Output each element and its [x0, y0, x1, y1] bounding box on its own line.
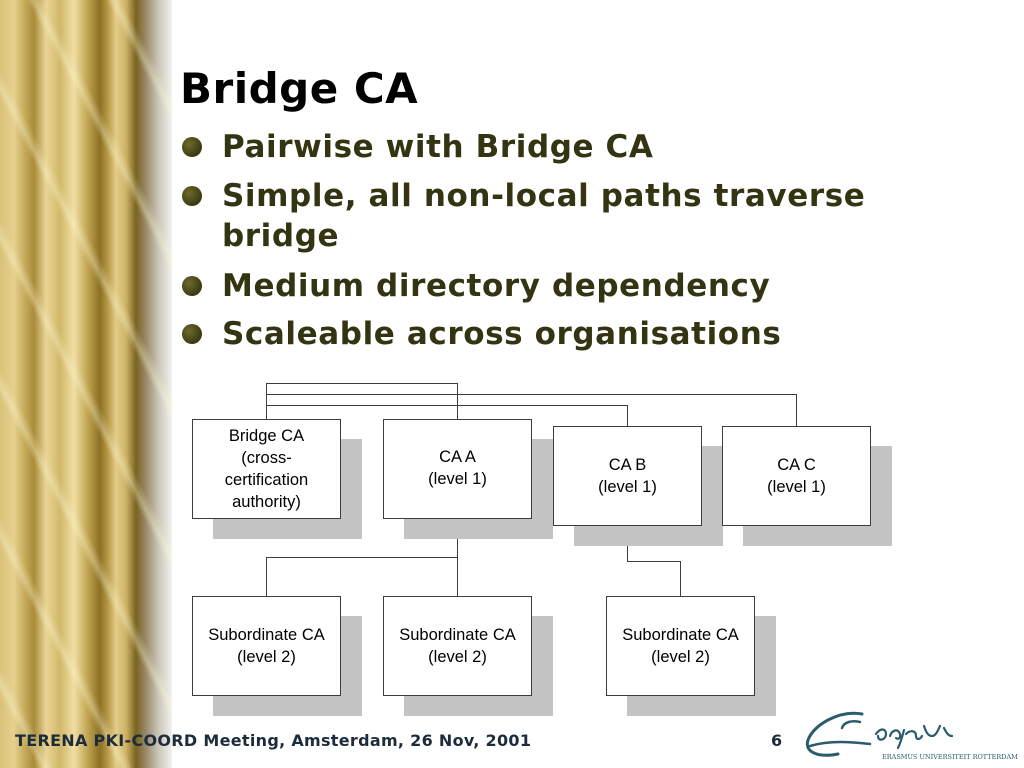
node-label: Subordinate CA — [622, 626, 739, 644]
slide-title: Bridge CA — [180, 64, 419, 113]
connector-line — [796, 394, 797, 426]
connector-line — [266, 557, 458, 558]
node-label: (level 1) — [598, 478, 657, 496]
node-label: Subordinate CA — [208, 626, 325, 644]
node-label: (level 2) — [651, 648, 710, 666]
bullet-dot-icon — [182, 186, 202, 206]
connector-line — [457, 383, 458, 419]
node-label: (cross- — [241, 449, 292, 467]
node-label: (level 1) — [767, 478, 826, 496]
node-label: (level 1) — [428, 470, 487, 488]
gold-curtain-decoration — [0, 0, 172, 768]
node-label: Subordinate CA — [399, 626, 516, 644]
page-number: 6 — [771, 731, 783, 750]
bullet-text: Pairwise with Bridge CA — [222, 129, 654, 165]
subordinate-ca-node: Subordinate CA (level 2) — [383, 596, 532, 696]
node-label: (level 2) — [237, 648, 296, 666]
bullet-dot-icon — [182, 276, 202, 296]
connector-line — [627, 561, 681, 562]
connector-line — [266, 405, 628, 406]
subordinate-ca-node: Subordinate CA (level 2) — [606, 596, 755, 696]
bullet-dot-icon — [182, 137, 202, 157]
bullet-text: Simple, all non-local paths traverse bri… — [222, 178, 866, 254]
connector-line — [266, 394, 797, 395]
node-label: CA A — [439, 448, 476, 466]
subordinate-ca-node: Subordinate CA (level 2) — [192, 596, 341, 696]
connector-line — [266, 557, 267, 596]
node-label: Bridge CA — [228, 427, 305, 445]
node-label: (level 2) — [428, 648, 487, 666]
logo-text: ERASMUS UNIVERSITEIT ROTTERDAM — [882, 753, 1018, 761]
ca-c-node: CA C (level 1) — [722, 426, 871, 526]
ca-a-node: CA A (level 1) — [383, 419, 532, 519]
connector-line — [266, 383, 267, 419]
node-label: CA B — [608, 456, 647, 474]
node-label: authority) — [232, 493, 301, 511]
ca-b-node: CA B (level 1) — [553, 426, 702, 526]
bridge-ca-node: Bridge CA (cross- certification authorit… — [192, 419, 341, 519]
bullet-text: Medium directory dependency — [222, 268, 771, 304]
connector-line — [680, 561, 681, 596]
node-label: certification — [224, 471, 309, 489]
node-label: CA C — [777, 456, 816, 474]
erasmus-logo-icon: ERASMUS UNIVERSITEIT ROTTERDAM — [805, 711, 1018, 761]
connector-line — [627, 405, 628, 426]
bullet-text: Scaleable across organisations — [222, 316, 782, 352]
bullet-dot-icon — [182, 324, 202, 344]
connector-line — [266, 383, 458, 384]
footer-text: TERENA PKI-COORD Meeting, Amsterdam, 26 … — [15, 731, 532, 750]
